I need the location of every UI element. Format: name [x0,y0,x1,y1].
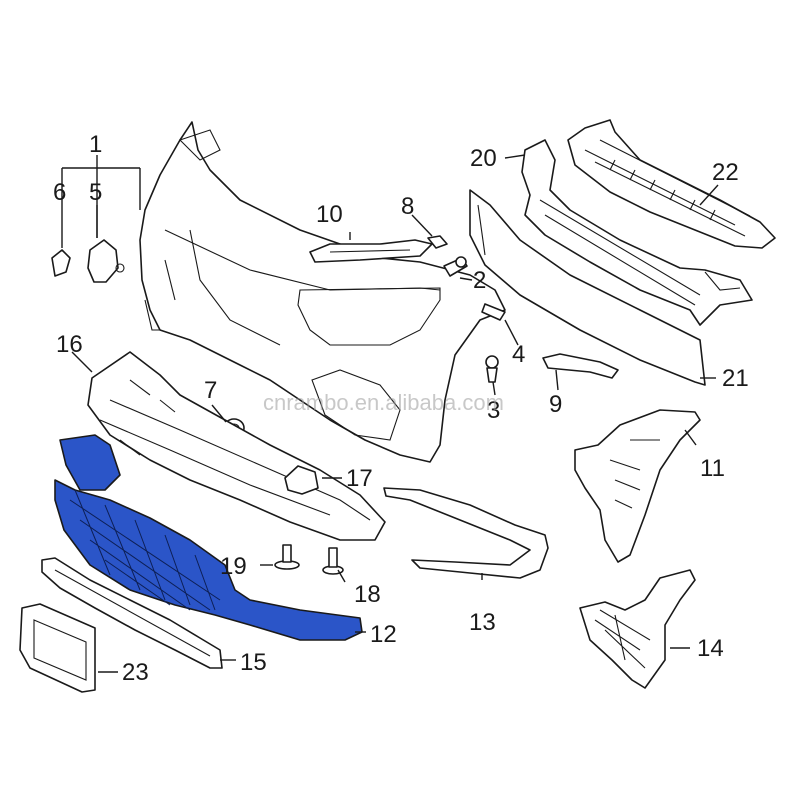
part-15-lower-strip [41,557,223,669]
callout-5: 5 [89,179,102,206]
part-18-push-pin [322,547,344,575]
callout-14: 14 [697,635,724,662]
callout-10: 10 [316,201,343,228]
part-4-clip [481,303,506,321]
part-2-screw [443,256,468,277]
callout-19: 19 [220,553,247,580]
callout-6: 6 [53,179,66,206]
callout-22: 22 [712,159,739,186]
part-5-cap [87,239,125,283]
part-20-bracket-bar [521,139,753,326]
part-13-trim-bezel [383,487,549,579]
callout-11: 11 [700,455,725,482]
part-9-bracket [542,353,619,379]
part-6-cap [51,249,71,277]
watermark: cnrambo.en.alibaba.com [263,390,504,415]
part-11-side-bracket [574,409,701,563]
callout-9: 9 [549,391,562,418]
callout-13: 13 [469,609,496,636]
part-17-retainer [284,465,319,495]
callout-12: 12 [370,621,397,648]
callout-4: 4 [512,341,525,368]
callout-2: 2 [473,267,486,294]
callout-20: 20 [470,145,497,172]
callout-3: 3 [487,397,500,424]
part-16-splash-shield [87,351,386,541]
part-21-absorber [469,189,706,386]
callout-17: 17 [346,465,373,492]
callout-8: 8 [401,193,414,220]
part-23-license-bracket [19,603,96,693]
callout-21: 21 [722,365,749,392]
callout-16: 16 [56,331,83,358]
part-14-lower-bracket [579,569,696,689]
part-22-reinforcement [567,119,776,249]
callout-15: 15 [240,649,267,676]
callout-labels: 1 5 6 10 8 2 4 3 9 21 20 22 7 16 17 11 1… [53,131,749,686]
callout-1: 1 [89,131,102,158]
leader-lines [61,154,719,673]
part-1-bumper-cover [139,121,506,463]
part-3-bolt [485,355,499,383]
callout-18: 18 [354,581,381,608]
part-8-clip [427,235,448,249]
callout-7: 7 [204,377,217,404]
callout-23: 23 [122,659,149,686]
part-19-push-pin [274,544,300,570]
part-12-lower-grille [54,434,363,641]
